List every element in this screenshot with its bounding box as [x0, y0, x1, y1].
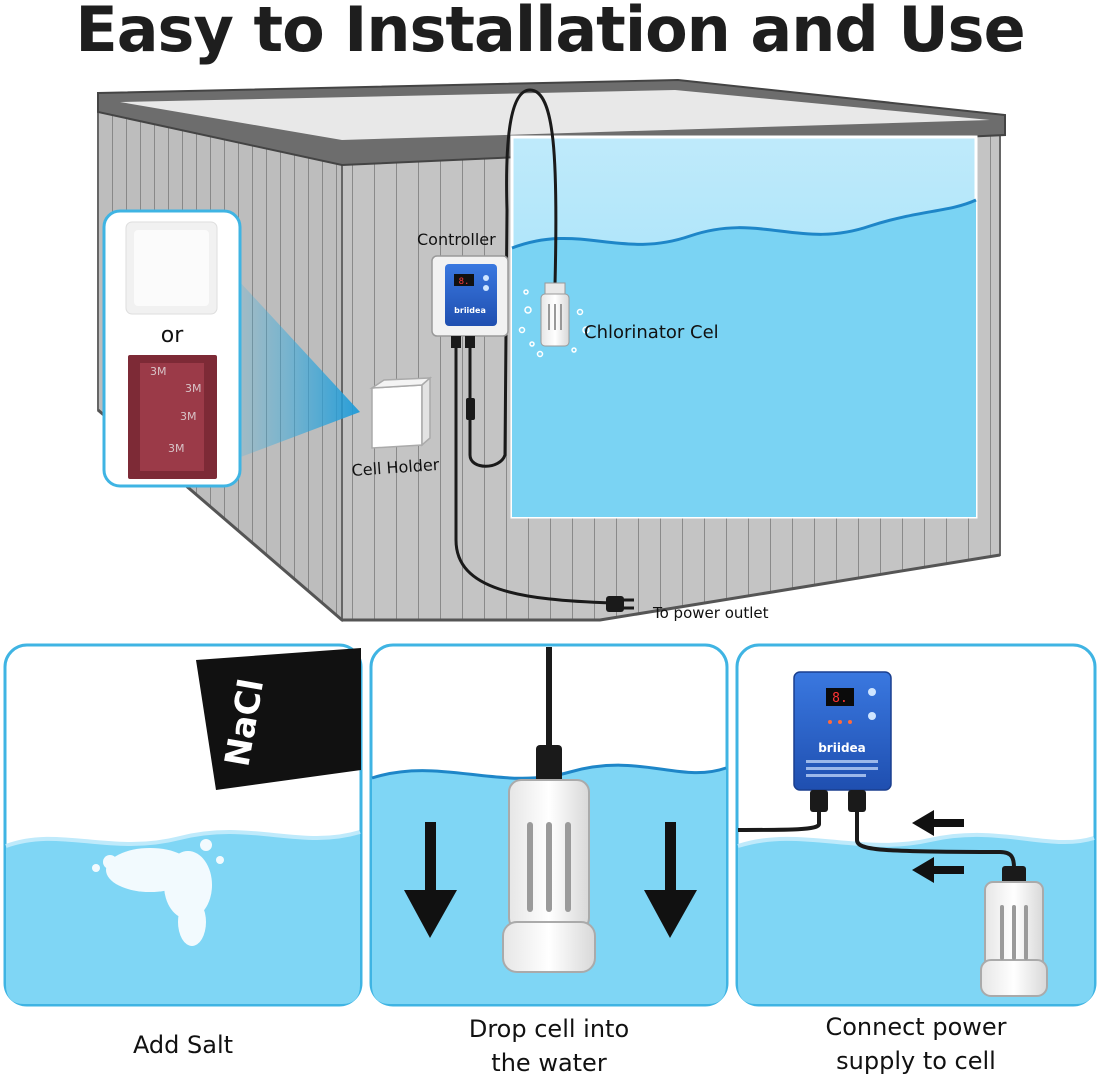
power-plug-icon — [606, 596, 624, 612]
bubbles-icon — [518, 289, 590, 358]
power-cord — [454, 330, 613, 605]
caption-line: Drop cell into — [468, 1015, 630, 1043]
step-caption-connect-power: Connect power supply to cell — [786, 1010, 1046, 1078]
cell-cable — [505, 88, 558, 286]
chlorinator-label: Chlorinator Cel — [584, 322, 719, 343]
step-panel-add-salt: NaCl — [3, 643, 363, 1007]
pool-wave-line — [511, 198, 977, 250]
down-arrow-icon — [644, 822, 697, 938]
chlorinator-cell — [980, 866, 1048, 997]
mounting-options-card: 3M 3M 3M 3M — [102, 209, 242, 488]
step-caption-drop-cell: Drop cell into the water — [419, 1012, 679, 1080]
power-cord — [737, 812, 821, 832]
caption-line: Add Salt — [132, 1031, 234, 1059]
step-caption-add-salt: Add Salt — [83, 1028, 283, 1062]
svg-text:8.: 8. — [832, 691, 848, 706]
page-title: Easy to Installation and Use — [75, 0, 1025, 66]
down-arrow-icon — [404, 822, 457, 938]
power-outlet-label: To power outlet — [652, 604, 769, 622]
chlorinator-cell-small — [518, 282, 590, 358]
left-arrow-icon — [912, 857, 964, 883]
left-arrow-icon — [912, 810, 964, 836]
salt-bag — [196, 648, 361, 790]
caption-line: Connect power — [825, 1013, 1007, 1041]
cell-holder — [369, 376, 433, 449]
caption-line: the water — [491, 1049, 607, 1077]
callout-beam — [238, 280, 360, 458]
svg-text:3M: 3M — [180, 410, 197, 423]
step-panel-drop-cell — [369, 643, 729, 1007]
svg-text:briidea: briidea — [818, 741, 866, 755]
cell-cable — [855, 812, 1016, 869]
svg-text:3M: 3M — [150, 365, 167, 378]
caption-line: supply to cell — [836, 1047, 996, 1075]
power-controller: 8. briidea — [793, 671, 892, 812]
svg-text:3M: 3M — [185, 382, 202, 395]
controller-label: Controller — [417, 230, 496, 249]
pool-controller: 8. briidea — [431, 255, 509, 348]
salt-spray — [92, 839, 224, 946]
svg-text:8.: 8. — [459, 277, 470, 287]
svg-text:3M: 3M — [168, 442, 185, 455]
step-panel-connect-power: 8. briidea — [735, 643, 1097, 1007]
or-label: or — [161, 323, 184, 348]
svg-text:briidea: briidea — [454, 306, 486, 315]
above-ground-pool — [97, 78, 1006, 623]
